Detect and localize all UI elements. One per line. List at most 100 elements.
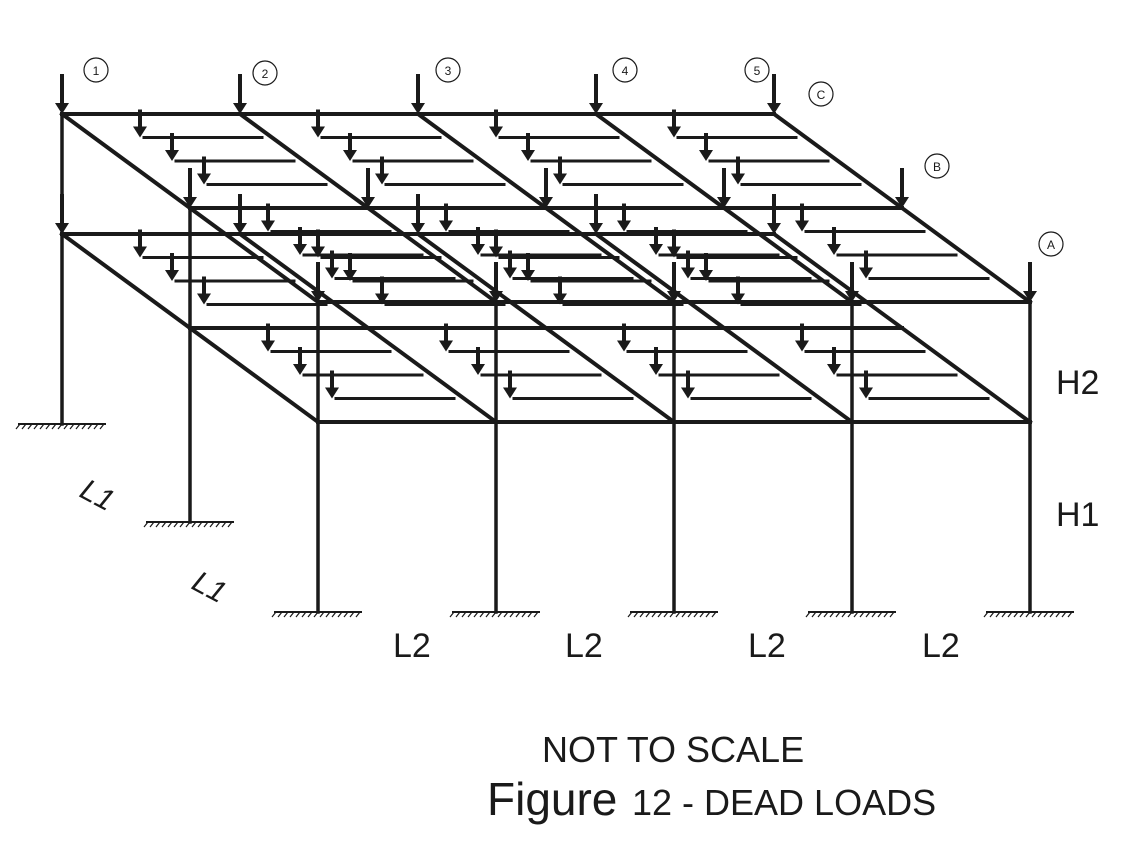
grid-bubble-3: 3 <box>435 57 461 83</box>
fixed-support <box>143 521 234 528</box>
floor-node-load-arrow <box>233 194 247 234</box>
floor-joist-load-arrow <box>343 253 357 281</box>
roof-joist-load-arrow <box>649 227 663 255</box>
fixed-support <box>983 611 1074 618</box>
grid-label-1: 1 <box>93 64 100 78</box>
grid-bubble-b: B <box>924 153 950 179</box>
dead-load-arrows <box>55 74 1037 399</box>
grid-label-5: 5 <box>754 64 761 78</box>
floor-joist-load-arrow <box>471 347 485 375</box>
roof-joist-load-arrow <box>521 133 535 161</box>
floor-joist-load-arrow <box>617 323 631 352</box>
roof-joist-load-arrow <box>197 156 211 185</box>
floor-joist-load-arrow <box>699 253 713 281</box>
roof-node-load-arrow <box>667 262 681 302</box>
roof-node-load-arrow <box>361 168 375 208</box>
storey-height-upper: H2 <box>1056 364 1099 402</box>
grid-bubble-c: C <box>808 81 834 107</box>
grid-bubble-a: A <box>1038 231 1064 257</box>
grid-label-4: 4 <box>622 64 629 78</box>
floor-beam-col-3 <box>415 231 677 425</box>
grid-bubble-5: 5 <box>744 57 770 83</box>
roof-joist-load-arrow <box>375 156 389 185</box>
grid-label-c: C <box>817 88 826 102</box>
roof-joist-load-arrow <box>503 250 517 279</box>
grid-bubble-1: 1 <box>83 57 109 83</box>
bay-length-1: L2 <box>393 627 431 665</box>
floor-beam-col-2 <box>237 231 499 425</box>
roof-node-load-arrow <box>55 74 69 114</box>
bay-length-2: L2 <box>565 627 603 665</box>
roof-node-load-arrow <box>589 74 603 114</box>
roof-joist-load-arrow <box>795 203 809 232</box>
roof-joist-load-arrow <box>293 227 307 255</box>
roof-joist-load-arrow <box>133 109 147 138</box>
roof-joist-load-arrow <box>617 203 631 232</box>
roof-joist-load-arrow <box>859 250 873 279</box>
fixed-support <box>15 423 106 430</box>
floor-joist-load-arrow <box>795 323 809 352</box>
figure-title: 12 - DEAD LOADS <box>632 782 936 823</box>
roof-node-load-arrow <box>539 168 553 208</box>
grid-bubble-2: 2 <box>252 60 278 86</box>
roof-node-load-arrow <box>411 74 425 114</box>
roof-node-load-arrow <box>311 262 325 302</box>
floor-joist-load-arrow <box>859 370 873 399</box>
floor-joist-load-arrow <box>681 370 695 399</box>
roof-joist-load-arrow <box>681 250 695 279</box>
floor-node-load-arrow <box>55 194 69 234</box>
roof-joist-load-arrow <box>731 156 745 185</box>
floor-joist-load-arrow <box>325 370 339 399</box>
roof-joist-load-arrow <box>699 133 713 161</box>
roof-joist-load-arrow <box>439 203 453 232</box>
depth-length-2: L1 <box>187 565 232 610</box>
floor-joists <box>142 136 990 400</box>
floor-joist-load-arrow <box>489 229 503 258</box>
floor-beam-col-5 <box>771 231 1033 425</box>
roof-node-load-arrow <box>1023 262 1037 302</box>
roof-node-load-arrow <box>489 262 503 302</box>
floor-joist-load-arrow <box>311 229 325 258</box>
floor-joist-load-arrow <box>293 347 307 375</box>
roof-node-load-arrow <box>767 74 781 114</box>
roof-joist-load-arrow <box>325 250 339 279</box>
floor-joist-load-arrow <box>649 347 663 375</box>
grid-label-2: 2 <box>262 67 269 81</box>
floor-node-load-arrow <box>767 194 781 234</box>
fixed-support <box>805 611 896 618</box>
roof-joist-load-arrow <box>165 133 179 161</box>
roof-joist-load-arrow <box>667 109 681 138</box>
roof-joist-load-arrow <box>489 109 503 138</box>
frame-members <box>59 111 1033 614</box>
fixed-supports <box>15 423 1074 618</box>
floor-joist-load-arrow <box>667 229 681 258</box>
roof-node-load-arrow <box>845 262 859 302</box>
fixed-support <box>449 611 540 618</box>
depth-length-1: L1 <box>75 473 120 518</box>
grid-label-b: B <box>933 160 941 174</box>
floor-joist-load-arrow <box>827 347 841 375</box>
floor-joist-load-arrow <box>521 253 535 281</box>
grid-bubble-4: 4 <box>612 57 638 83</box>
floor-beam-col-4 <box>593 231 855 425</box>
grid-label-a: A <box>1047 238 1055 252</box>
fixed-support <box>271 611 362 618</box>
roof-node-load-arrow <box>233 74 247 114</box>
roof-joist-load-arrow <box>343 133 357 161</box>
roof-joist-load-arrow <box>553 156 567 185</box>
floor-joist-load-arrow <box>261 323 275 352</box>
figure-prefix: Figure <box>487 773 617 825</box>
floor-joist-load-arrow <box>731 276 745 305</box>
floor-node-load-arrow <box>589 194 603 234</box>
bay-length-3: L2 <box>748 627 786 665</box>
roof-node-load-arrow <box>895 168 909 208</box>
roof-joist-load-arrow <box>311 109 325 138</box>
roof-joist-load-arrow <box>471 227 485 255</box>
storey-height-lower: H1 <box>1056 496 1099 534</box>
floor-joist-load-arrow <box>439 323 453 352</box>
floor-joist-load-arrow <box>133 229 147 258</box>
roof-joist-load-arrow <box>827 227 841 255</box>
floor-joist-load-arrow <box>375 276 389 305</box>
floor-joist-load-arrow <box>197 276 211 305</box>
